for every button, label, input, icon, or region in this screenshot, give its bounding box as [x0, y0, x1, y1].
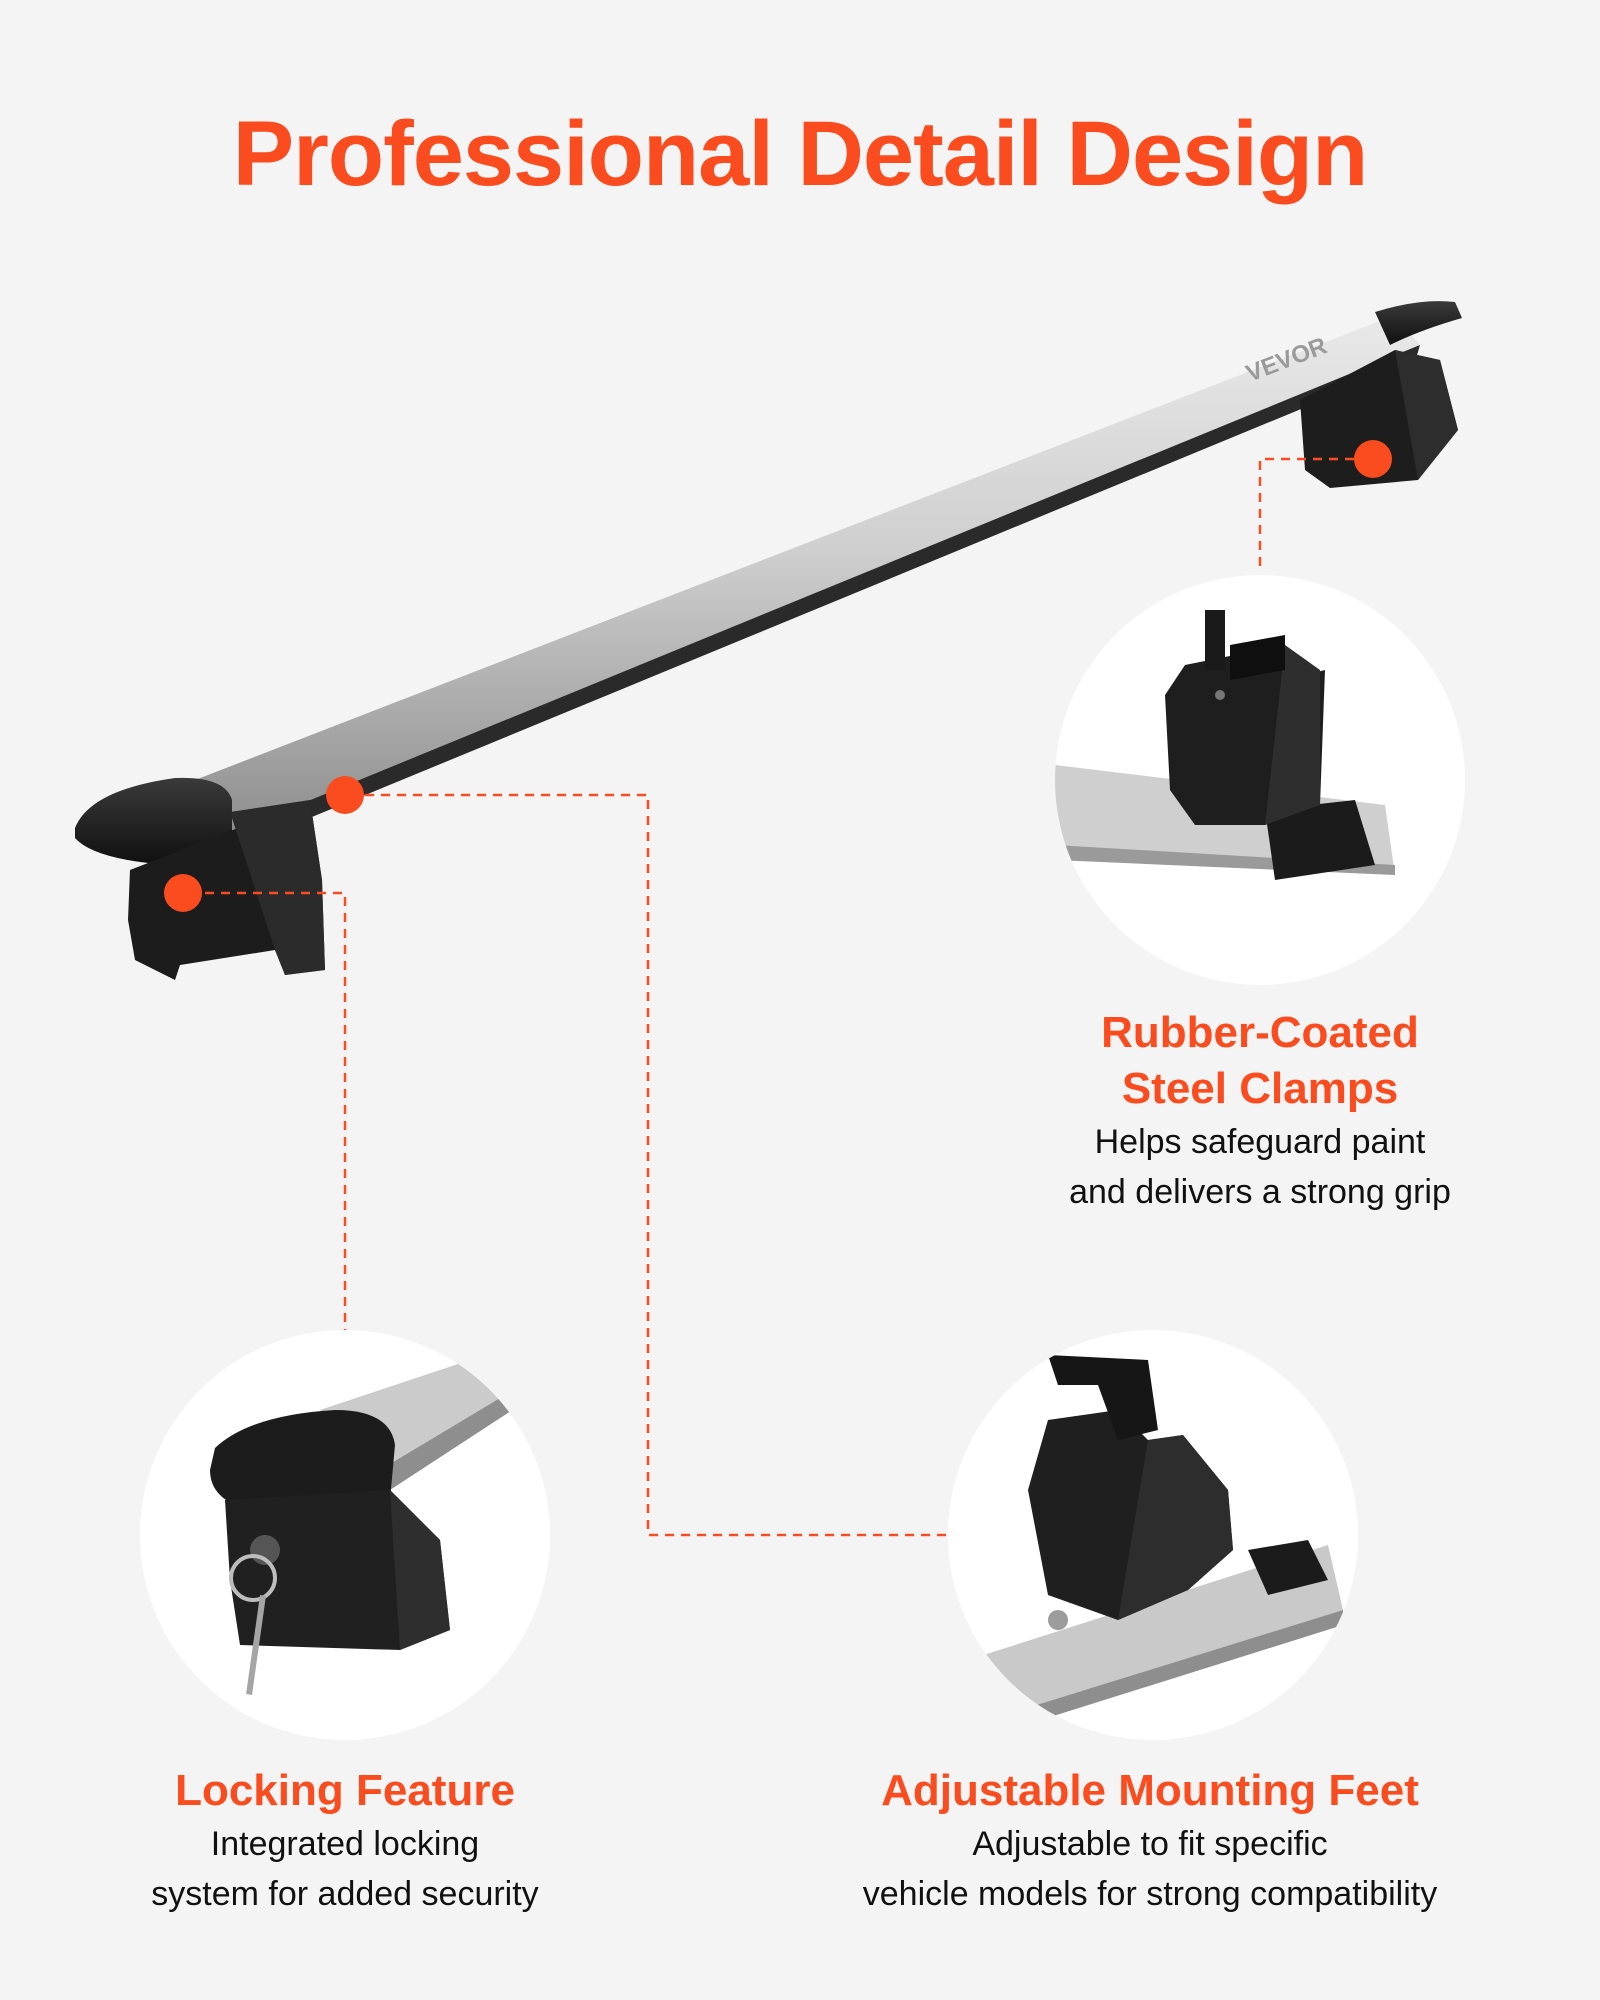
page-title: Professional Detail Design [232, 103, 1369, 205]
lock-detail-image [210, 1350, 530, 1695]
feature-feet-desc-line-1: Adjustable to fit specific [972, 1825, 1328, 1863]
feature-locking: Locking Feature Integrated locking syste… [45, 1763, 645, 1919]
feature-feet-title: Adjustable Mounting Feet [881, 1766, 1419, 1815]
feet-detail-circle [948, 1330, 1358, 1740]
connector-feet [365, 793, 948, 1537]
feature-clamps-desc-line-2: and delivers a strong grip [1069, 1173, 1451, 1211]
feature-locking-title: Locking Feature [175, 1766, 515, 1815]
feature-feet-desc-line-2: vehicle models for strong compatibility [862, 1875, 1438, 1913]
feature-locking-desc-line-2: system for added security [151, 1875, 539, 1913]
feature-adjustable-feet: Adjustable Mounting Feet Adjustable to f… [785, 1763, 1515, 1919]
callout-dot-clamp [1354, 440, 1392, 478]
left-foot [75, 777, 325, 980]
feature-clamps: Rubber-Coated Steel Clamps Helps safegua… [960, 1005, 1560, 1217]
callout-dot-lock [164, 874, 202, 912]
feature-clamps-desc-line-1: Helps safeguard paint [1094, 1123, 1426, 1161]
clamp-detail-image [1055, 610, 1395, 880]
connector-clamp [1258, 457, 1354, 570]
lock-detail-circle [140, 1330, 550, 1740]
feature-clamps-title-line-1: Rubber-Coated [1101, 1008, 1419, 1057]
feet-detail-image [968, 1355, 1343, 1735]
right-foot [1300, 301, 1462, 488]
callout-dot-feet [326, 776, 364, 814]
clamp-detail-circle [1055, 575, 1465, 985]
feature-locking-desc-line-1: Integrated locking [210, 1825, 480, 1863]
feature-clamps-title-line-2: Steel Clamps [1121, 1064, 1399, 1113]
